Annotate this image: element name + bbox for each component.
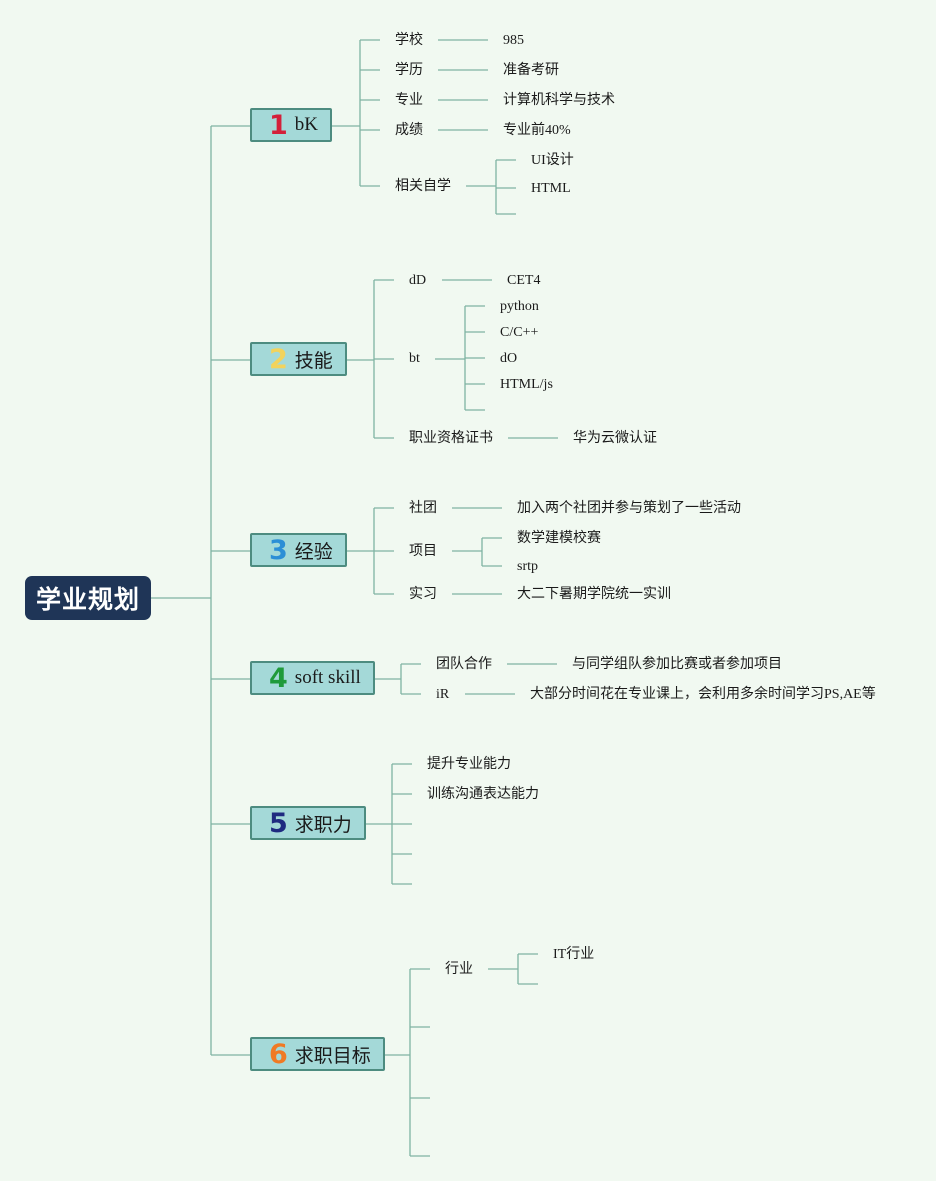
number-4-icon: 4 — [269, 662, 288, 694]
branch-5-label: 求职力 — [294, 814, 352, 836]
number-3-icon: 3 — [269, 534, 288, 566]
number-1-icon: 1 — [269, 109, 288, 141]
node-prog-do: dO — [500, 351, 518, 366]
node-industry-value: IT行业 — [553, 947, 595, 962]
branch-4-node: 4 soft skill — [250, 661, 375, 695]
branch-1-label: bK — [294, 114, 319, 135]
node-grade-value: 专业前40% — [503, 123, 571, 138]
node-degree: 学历 — [395, 63, 423, 78]
node-self-study-html: HTML — [531, 181, 571, 196]
node-language: dD — [409, 273, 427, 288]
node-club-value: 加入两个社团并参与策划了一些活动 — [517, 501, 741, 516]
node-ir-value: 大部分时间花在专业课上，会利用多余时间学习PS,AE等 — [530, 687, 876, 702]
branch-6-node: 6 求职目标 — [250, 1037, 385, 1071]
node-self-study-ui: UI设计 — [531, 153, 574, 168]
node-grade: 成绩 — [395, 123, 423, 138]
node-project-math: 数学建模校赛 — [517, 531, 601, 546]
number-2-icon: 2 — [269, 343, 288, 375]
node-internship: 实习 — [409, 587, 437, 602]
number-5-icon: 5 — [269, 807, 288, 839]
node-school: 学校 — [395, 33, 423, 48]
node-school-value: 985 — [503, 33, 524, 48]
node-project-srtp: srtp — [517, 559, 538, 574]
node-certificate: 职业资格证书 — [409, 431, 493, 446]
node-self-study: 相关自学 — [395, 179, 451, 194]
branch-2-label: 技能 — [294, 350, 333, 372]
node-industry: 行业 — [445, 962, 473, 977]
node-language-value: CET4 — [507, 273, 541, 288]
node-prog-cpp: C/C++ — [500, 325, 539, 340]
node-teamwork-value: 与同学组队参加比赛或者参加项目 — [572, 657, 782, 672]
node-professional-skill: 提升专业能力 — [427, 757, 511, 772]
number-6-icon: 6 — [269, 1038, 288, 1070]
node-degree-value: 准备考研 — [503, 63, 559, 78]
node-major: 专业 — [395, 93, 423, 108]
branch-3-label: 经验 — [294, 541, 333, 563]
branch-4-label: soft skill — [294, 667, 361, 688]
node-communication-skill: 训练沟通表达能力 — [427, 787, 539, 802]
node-ir: iR — [436, 687, 450, 702]
node-club: 社团 — [409, 501, 437, 516]
node-certificate-value: 华为云微认证 — [573, 431, 657, 446]
node-internship-value: 大二下暑期学院统一实训 — [517, 587, 671, 602]
node-teamwork: 团队合作 — [436, 657, 492, 672]
node-major-value: 计算机科学与技术 — [503, 93, 615, 108]
branch-3-node: 3 经验 — [250, 533, 347, 567]
branch-2-node: 2 技能 — [250, 342, 347, 376]
branch-5-node: 5 求职力 — [250, 806, 366, 840]
branch-6-label: 求职目标 — [294, 1045, 371, 1067]
branch-1-node: 1 bK — [250, 108, 333, 142]
node-prog-htmljs: HTML/js — [500, 377, 553, 392]
root-node: 学业规划 — [25, 576, 151, 620]
node-programming: bt — [409, 351, 420, 366]
node-prog-python: python — [500, 299, 539, 314]
node-project: 项目 — [409, 544, 437, 559]
